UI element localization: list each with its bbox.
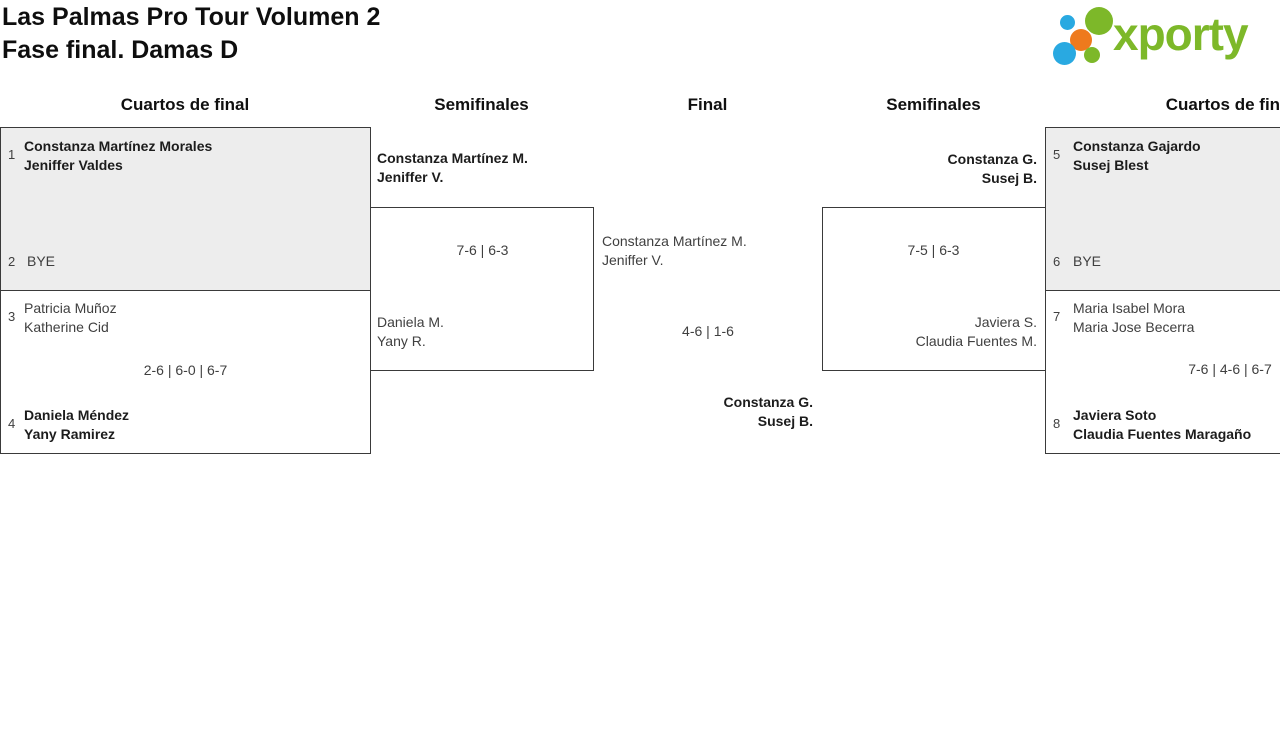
logo-dot-icon [1060,15,1075,30]
team-name-winner: Javiera Soto Claudia Fuentes Maragaño [1073,406,1251,444]
team-name-winner: Constanza G. Susej B. [822,150,1037,188]
player-name: Jeniffer Valdes [24,157,123,173]
round-header-final: Final [687,95,728,114]
player-name: Jeniffer V. [377,169,444,185]
seed-number: 4 [8,416,16,431]
logo-dot-icon [1085,7,1113,35]
match-score: 4-6 | 1-6 [682,323,734,339]
phase-subtitle: Fase final. Damas D [2,36,239,64]
match-box-qf4 [1045,290,1280,454]
seed-number: 6 [1053,254,1061,269]
match-box-qf2 [0,290,371,454]
round-header-qf-right: Cuartos de final [1165,95,1280,114]
match-score: 2-6 | 6-0 | 6-7 [143,362,228,378]
player-name: Claudia Fuentes Maragaño [1073,426,1252,442]
player-name: Patricia Muñoz [24,300,117,316]
team-name: Daniela M. Yany R. [377,313,444,351]
player-name: Maria Jose Becerra [1073,319,1195,335]
seed-number: 8 [1053,416,1061,431]
seed-number: 2 [8,254,16,269]
player-name: Javiera S. [974,314,1037,330]
team-name-winner: Daniela Méndez Yany Ramirez [24,406,129,444]
player-name: Yany Ramirez [24,426,116,442]
seed-number: 3 [8,309,16,324]
player-name: Claudia Fuentes M. [915,333,1037,349]
player-name: Constanza Martínez M. [602,233,747,249]
round-header-qf-left: Cuartos de final [120,95,250,114]
seed-number: 7 [1053,309,1061,324]
tournament-title: Las Palmas Pro Tour Volumen 2 [2,3,381,31]
team-name-bye: BYE [27,253,56,269]
team-name-bye: BYE [1073,253,1102,269]
player-name: Constanza Martínez Morales [24,138,213,154]
player-name: Jeniffer V. [602,252,664,268]
team-name-winner: Constanza Gajardo Susej Blest [1073,137,1201,175]
player-name: Constanza Gajardo [1073,138,1201,154]
team-name: Constanza Martínez M. Jeniffer V. [602,232,747,270]
player-name: Susej B. [981,170,1037,186]
match-box-sf1 [370,207,594,371]
match-score: 7-6 | 6-3 [456,242,509,258]
player-name: Katherine Cid [24,319,109,335]
player-name: Susej Blest [1073,157,1149,173]
logo-dot-icon [1053,42,1076,65]
team-name: Maria Isabel Mora Maria Jose Becerra [1073,299,1194,337]
round-header-sf-right: Semifinales [886,95,981,114]
match-score: 7-6 | 4-6 | 6-7 [1188,361,1272,377]
match-box-sf2 [822,207,1046,371]
player-name: Constanza G. [947,151,1037,167]
player-name: Constanza Martínez M. [377,150,528,166]
player-name: Susej B. [757,413,813,429]
team-name: Constanza Martínez Morales Jeniffer Vald… [24,137,212,175]
player-name: Yany R. [377,333,426,349]
player-name: Maria Isabel Mora [1073,300,1186,316]
team-name: Patricia Muñoz Katherine Cid [24,299,117,337]
player-name: Daniela M. [377,314,444,330]
seed-number: 1 [8,147,16,162]
page-title: Las Palmas Pro Tour Volumen 2 Fase final… [2,1,380,67]
logo-dot-icon [1084,47,1100,63]
player-name: Javiera Soto [1073,407,1157,423]
match-box-qf1 [0,127,371,291]
player-name: Constanza G. [723,394,813,410]
logo-wordmark: xporty [1113,8,1249,60]
round-header-sf-left: Semifinales [434,95,529,114]
team-name: Javiera S. Claudia Fuentes M. [822,313,1037,351]
player-name: Daniela Méndez [24,407,130,423]
logo-dot-icon [1070,29,1092,51]
seed-number: 5 [1053,147,1061,162]
team-name-winner: Constanza Martínez M. Jeniffer V. [377,149,528,187]
match-score: 7-5 | 6-3 [907,242,960,258]
champion-team-name: Constanza G. Susej B. [593,393,813,431]
